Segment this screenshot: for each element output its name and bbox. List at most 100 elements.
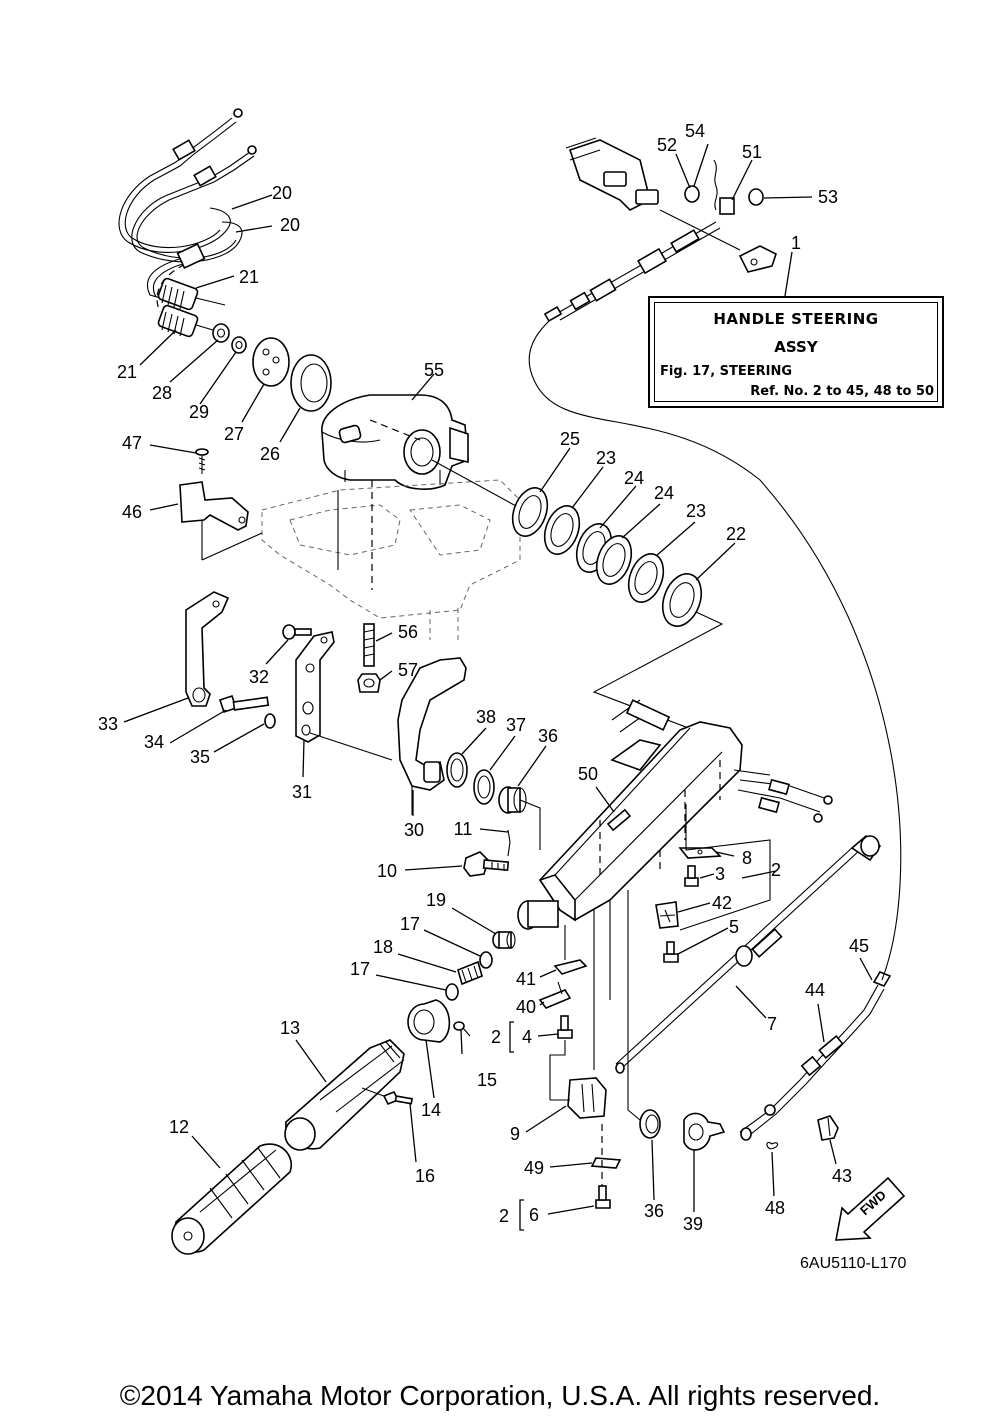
callout-30: 30: [404, 820, 424, 840]
callout-44: 44: [805, 980, 825, 1000]
washer-17-upper: [479, 951, 493, 969]
callout-40: 40: [516, 997, 536, 1017]
callout-17-a: 17: [400, 914, 420, 934]
callout-9: 9: [510, 1124, 520, 1144]
callout-49: 49: [524, 1158, 544, 1178]
reference-title-line1: HANDLE STEERING: [713, 310, 879, 328]
callout-54: 54: [685, 121, 705, 141]
callout-37: 37: [506, 715, 526, 735]
callout-43: 43: [832, 1166, 852, 1186]
grip-12: [171, 1143, 293, 1255]
guide-line-31: [309, 732, 393, 761]
washer-17-lower: [445, 983, 459, 1001]
callout-31: 31: [292, 782, 312, 802]
callout-42: 42: [712, 893, 732, 913]
cable-1-inner: [543, 221, 721, 323]
throttle-cable-pair: [118, 108, 257, 338]
bolt-10: [463, 851, 510, 877]
callout-2-c: 2: [499, 1206, 509, 1226]
callout-2-b: 2: [491, 1027, 501, 1047]
washer-23-lower: [627, 553, 665, 603]
washer-38: [446, 752, 468, 788]
callout-39: 39: [683, 1214, 703, 1234]
callout-24-a: 24: [624, 468, 644, 488]
nut-57: [357, 673, 381, 693]
callout-35: 35: [190, 747, 210, 767]
callout-19: 19: [426, 890, 446, 910]
cable-ends-right: [758, 778, 833, 823]
callout-16: 16: [415, 1166, 435, 1186]
steering-handle-50: [517, 699, 831, 930]
callout-46: 46: [122, 502, 142, 522]
bolt-6: [595, 1185, 611, 1209]
bolt-5: [663, 941, 679, 963]
bolt-4: [557, 1015, 573, 1039]
spring-18: [457, 960, 483, 986]
plate-49: [590, 1157, 622, 1169]
diagram-code: 6AU5110-L170: [800, 1255, 907, 1272]
plate-31: [295, 631, 335, 743]
adjuster-21-upper: [157, 277, 226, 311]
callout-17-b: 17: [350, 959, 370, 979]
guide-line-41-4: [549, 925, 566, 1100]
clip-48: [766, 1142, 779, 1150]
callout-28: 28: [152, 383, 172, 403]
bolt-32: [282, 624, 312, 640]
callout-29: 29: [189, 402, 209, 422]
washer-37: [473, 769, 495, 805]
callout-32: 32: [249, 667, 269, 687]
reference-range: Ref. No. 2 to 45, 48 to 50: [750, 384, 934, 399]
callout-10: 10: [377, 861, 397, 881]
callout-1: 1: [791, 233, 801, 253]
callout-41: 41: [516, 969, 536, 989]
guide-line-36: [519, 799, 541, 850]
clip-39: [683, 1112, 726, 1151]
cable-routing-curve: [528, 319, 902, 981]
seal-26: [290, 354, 332, 412]
bracket-33: [185, 591, 230, 707]
fwd-arrow: FWD: [835, 1176, 906, 1241]
clip-43: [817, 1115, 839, 1141]
bolt-3: [684, 865, 699, 887]
adjuster-21-lower: [157, 304, 214, 338]
lock-9: [550, 1077, 607, 1119]
collar-36-upper: [498, 786, 527, 814]
callout-4: 4: [522, 1027, 532, 1047]
callout-34: 34: [144, 732, 164, 752]
callout-22: 22: [726, 524, 746, 544]
callout-21-b: 21: [117, 362, 137, 382]
bracket-2-6: [519, 1199, 524, 1231]
callout-14: 14: [421, 1100, 441, 1120]
callout-36-b: 36: [644, 1201, 664, 1221]
callout-36-a: 36: [538, 726, 558, 746]
reference-box: HANDLE STEERING ASSY Fig. 17, STEERING R…: [648, 296, 944, 408]
callout-5: 5: [729, 917, 739, 937]
plate-27: [252, 337, 290, 387]
bracket-42: [655, 901, 679, 929]
callout-23-b: 23: [686, 501, 706, 521]
guide-line-parts-8-5: [679, 804, 771, 931]
callout-11: 11: [454, 819, 473, 839]
leader-lines: [123, 143, 873, 1215]
callout-33: 33: [98, 714, 118, 734]
throttle-shaft-13: [284, 1039, 405, 1151]
pin-11: [507, 829, 511, 857]
bracket-2-4: [509, 1021, 514, 1053]
guide-line-13-16: [361, 1087, 385, 1097]
collar-14: [407, 999, 451, 1043]
callout-24-b: 24: [654, 483, 674, 503]
callout-7: 7: [767, 1014, 777, 1034]
bracket-46: [179, 481, 263, 561]
collar-36-lower: [639, 1109, 661, 1139]
axis-line-washers: [431, 459, 517, 507]
callout-12: 12: [169, 1117, 189, 1137]
guide-line-36-lower: [627, 1109, 641, 1121]
screw-15: [453, 1021, 471, 1037]
bolt-34: [218, 694, 270, 714]
callout-45: 45: [849, 936, 869, 956]
lever-30: [397, 657, 467, 815]
callout-21-a: 21: [239, 267, 259, 287]
callout-50: 50: [578, 764, 598, 784]
callout-47: 47: [122, 433, 142, 453]
callout-15: 15: [477, 1070, 497, 1090]
